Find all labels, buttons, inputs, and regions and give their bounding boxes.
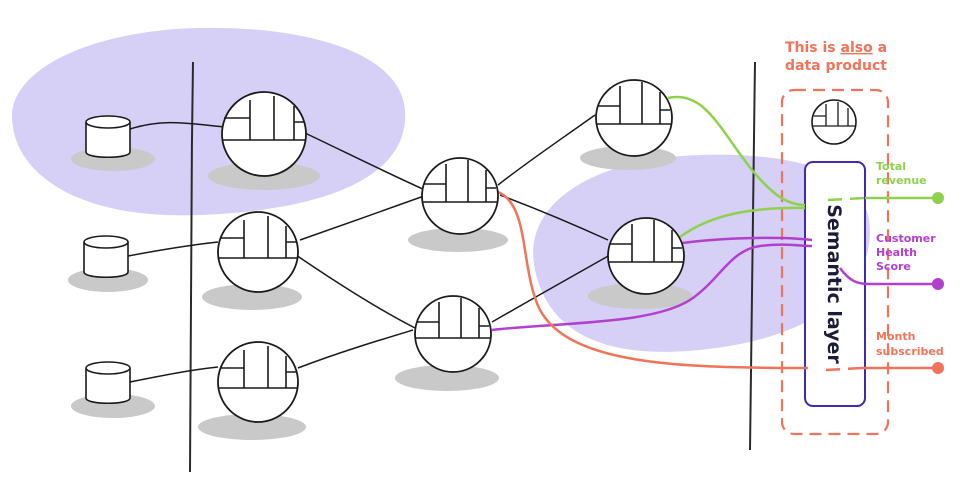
svg-text:subscribed: subscribed [876, 345, 944, 358]
output-label-total-revenue: Total revenue [876, 160, 927, 187]
domain-blob-left [11, 27, 406, 216]
dependency-edges [127, 114, 611, 383]
svg-text:Customer: Customer [876, 232, 936, 245]
svg-text:Health: Health [876, 246, 917, 259]
svg-text:Month: Month [876, 330, 915, 343]
data-product-icon[interactable] [217, 341, 299, 423]
month-subscribed-edges [497, 190, 938, 372]
output-label-customer-health-score: Customer Health Score [876, 232, 936, 273]
database-icon[interactable] [83, 235, 129, 279]
svg-text:Total: Total [876, 160, 906, 173]
semantic-data-product-boundary [780, 88, 890, 436]
semantic-layer-label: Semantic layer [823, 204, 845, 364]
total-revenue-endpoint[interactable] [932, 192, 944, 204]
node-shadows [68, 146, 692, 440]
customer-health-score-endpoint[interactable] [932, 278, 944, 290]
database-icon[interactable] [85, 115, 131, 159]
data-product-icon[interactable] [607, 217, 685, 295]
svg-text:Score: Score [876, 260, 911, 273]
month-subscribed-endpoint[interactable] [932, 362, 944, 374]
data-product-icon[interactable] [595, 79, 673, 157]
total-revenue-edges [667, 95, 938, 239]
data-product-icon[interactable] [221, 91, 307, 177]
data-product-icon[interactable] [217, 211, 299, 293]
data-product-icon[interactable] [811, 99, 857, 145]
data-product-icon[interactable] [421, 157, 499, 235]
database-icon[interactable] [85, 361, 131, 405]
data-product-icon[interactable] [414, 295, 492, 373]
customer-health-score-edges [491, 236, 938, 332]
callout-title-line-1: This is also a [785, 40, 887, 56]
output-label-month-subscribed: Month subscribed [876, 330, 944, 358]
source-boundary-line [189, 61, 194, 473]
svg-text:revenue: revenue [876, 174, 927, 187]
callout-title-line-2: data product [785, 58, 887, 74]
consumer-boundary-line [749, 61, 756, 451]
